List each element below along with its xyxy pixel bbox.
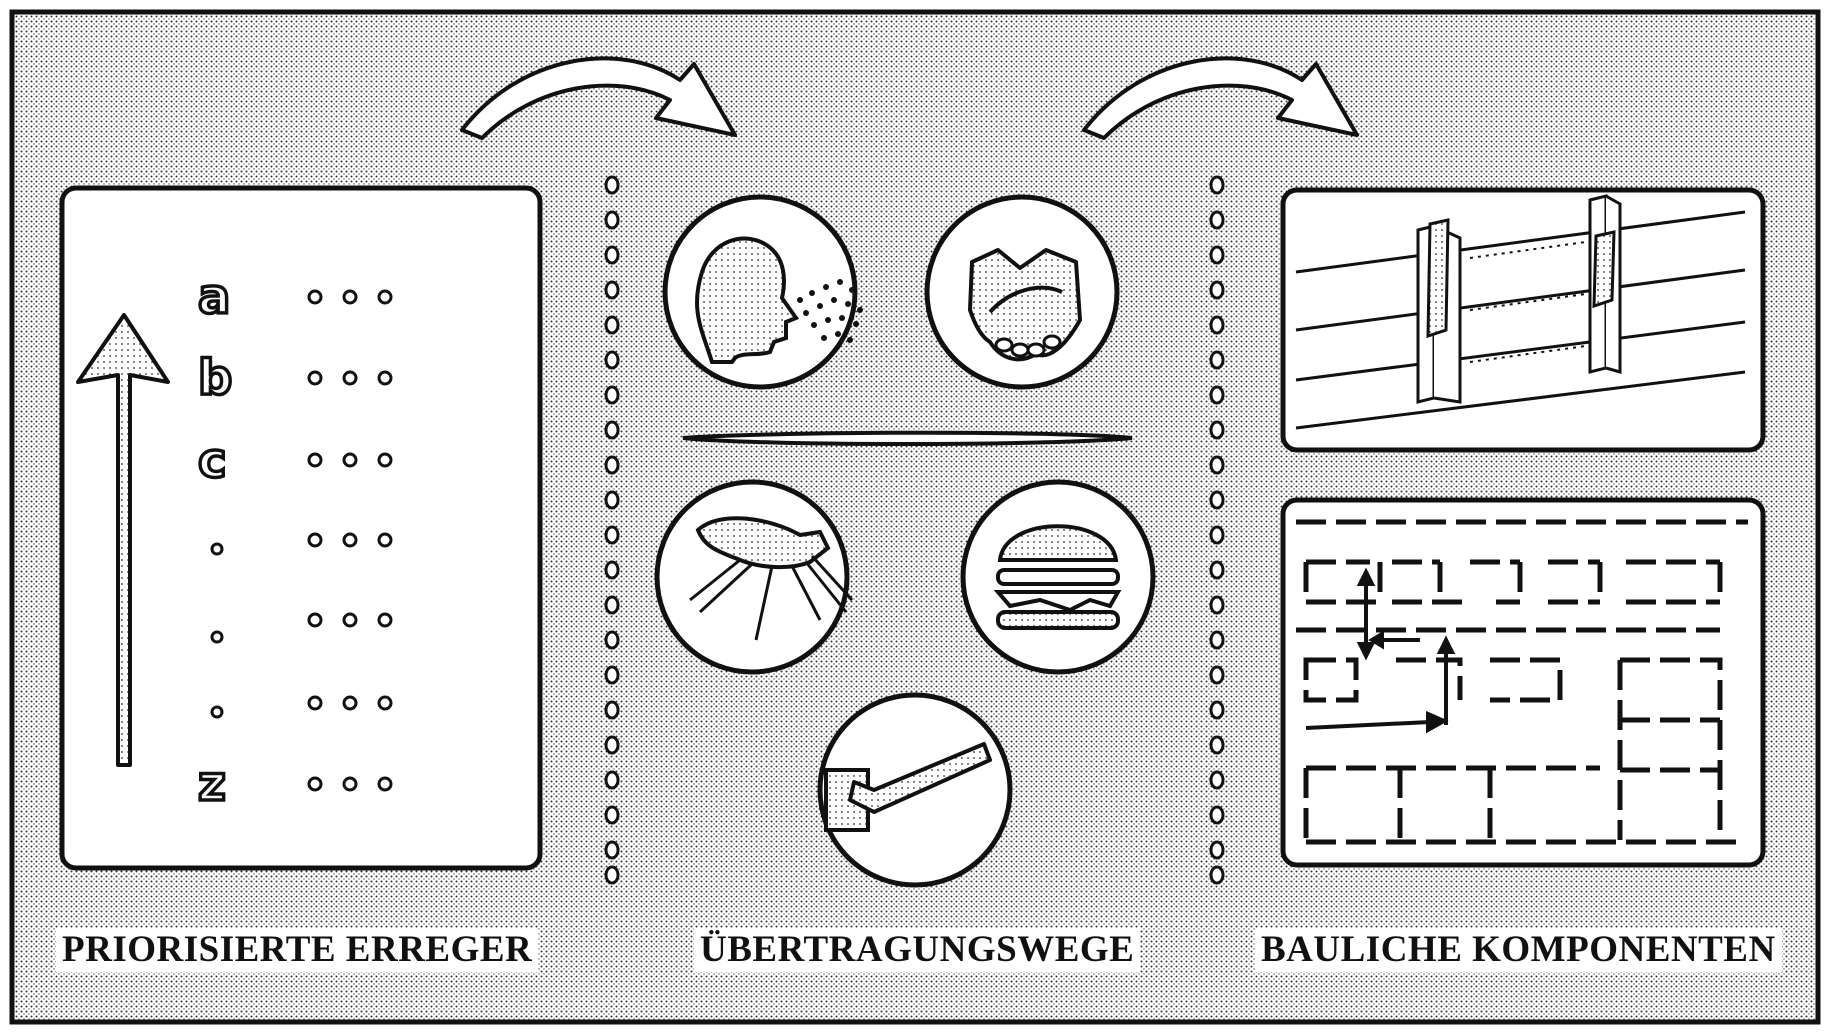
mosquito-icon [654,479,854,675]
pathogen-panel: a b c z [59,185,543,871]
label-priorisierte-erreger: PRIORISIERTE ERREGER [56,928,539,972]
pathogen-letter-b: b [198,350,232,406]
priority-arrow-icon [76,313,170,767]
floor-plan-icon [1280,497,1766,868]
pathogen-letter-c: c [198,433,226,489]
row-dots [307,289,393,792]
label-uebertragungswege: ÜBERTRAGUNGSWEGE [694,928,1141,972]
label-bauliche-komponenten: BAULICHE KOMPONENTEN [1255,928,1782,972]
separator-stroke [682,430,1133,446]
pathogen-letter-z: z [198,756,226,812]
wall-section-icon [1280,187,1766,453]
door-handle-icon [817,692,1013,888]
burger-icon [960,479,1156,675]
speaking-head-droplets-icon [662,194,863,390]
handshake-icon [924,194,1120,390]
curved-arrow-right [1082,56,1359,140]
curved-arrow-left [460,56,737,140]
pathogen-letter-a: a [198,269,230,325]
divider-right [1209,175,1225,885]
divider-left [604,175,620,885]
